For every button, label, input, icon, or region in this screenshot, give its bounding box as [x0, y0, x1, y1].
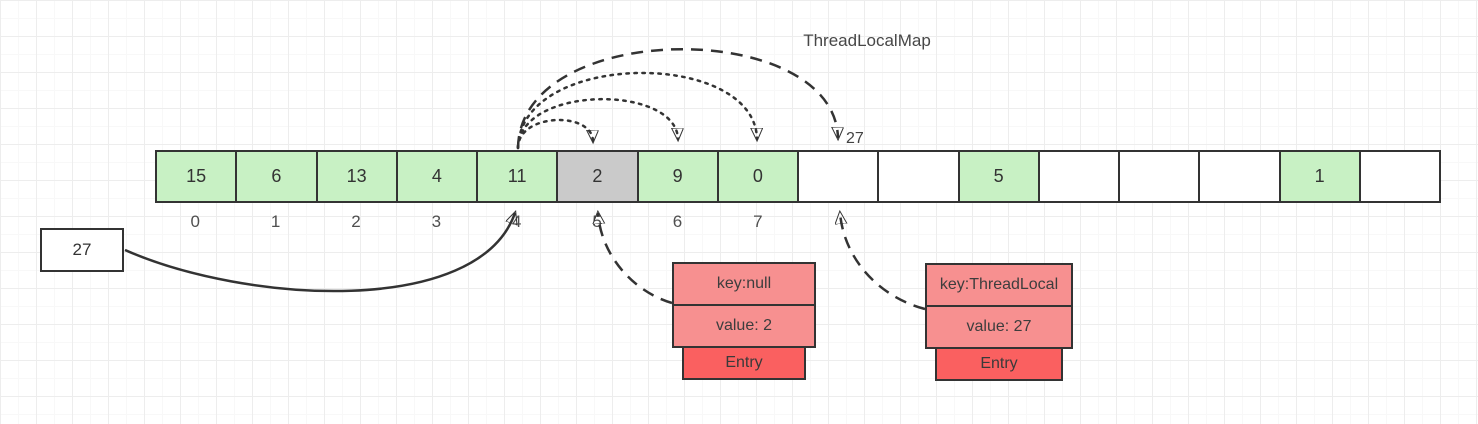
array-cell-7: 0 — [718, 152, 799, 201]
entry-footer: Entry — [682, 346, 806, 380]
entry-card-threadlocal: key:ThreadLocal value: 27 Entry — [925, 263, 1073, 381]
array-cell-13 — [1200, 152, 1281, 201]
entry-value-row: value: 27 — [925, 305, 1073, 349]
entry-footer: Entry — [935, 347, 1063, 381]
hash-table-array: 15 6 13 4 11 2 9 0 5 1 — [155, 150, 1441, 203]
entry-key-row: key:ThreadLocal — [925, 263, 1073, 307]
array-cell-14: 1 — [1280, 152, 1361, 201]
array-cell-2: 13 — [317, 152, 398, 201]
entry-card-stale: key:null value: 2 Entry — [672, 262, 816, 380]
array-cell-5: 2 — [558, 152, 639, 201]
index-label-1: 1 — [270, 212, 281, 231]
probe-arc-slot8-icon — [516, 48, 838, 149]
array-cell-8 — [799, 152, 880, 201]
array-cell-9 — [879, 152, 960, 201]
index-label-6: 6 — [672, 212, 683, 231]
index-label-5: 5 — [592, 212, 602, 231]
array-cell-10: 5 — [959, 152, 1040, 201]
entry-value-row: value: 2 — [672, 304, 816, 348]
index-label-0: 0 — [190, 212, 200, 231]
diagram-title: ThreadLocalMap — [803, 31, 931, 50]
value-27-box: 27 — [40, 228, 124, 272]
array-index-labels: 0 1 2 3 4 5 6 7 — [155, 212, 1441, 232]
array-cell-1: 6 — [237, 152, 318, 201]
probe-arc-slot7-icon — [516, 71, 757, 150]
array-cell-12 — [1120, 152, 1201, 201]
index-label-7: 7 — [753, 212, 763, 231]
index-label-2: 2 — [351, 212, 361, 231]
array-cell-11 — [1039, 152, 1120, 201]
entry-key-row: key:null — [672, 262, 816, 306]
probe-arc-slot5-icon — [516, 118, 593, 150]
index-label-3: 3 — [431, 212, 442, 231]
index-label-4: 4 — [511, 212, 522, 231]
array-cell-4: 11 — [478, 152, 559, 201]
array-cell-3: 4 — [397, 152, 478, 201]
slot8-hash-label: 27 — [846, 130, 864, 147]
array-cell-15 — [1360, 152, 1439, 201]
array-cell-0: 15 — [157, 152, 238, 201]
array-cell-6: 9 — [638, 152, 719, 201]
probe-arc-slot6-icon — [516, 97, 678, 150]
